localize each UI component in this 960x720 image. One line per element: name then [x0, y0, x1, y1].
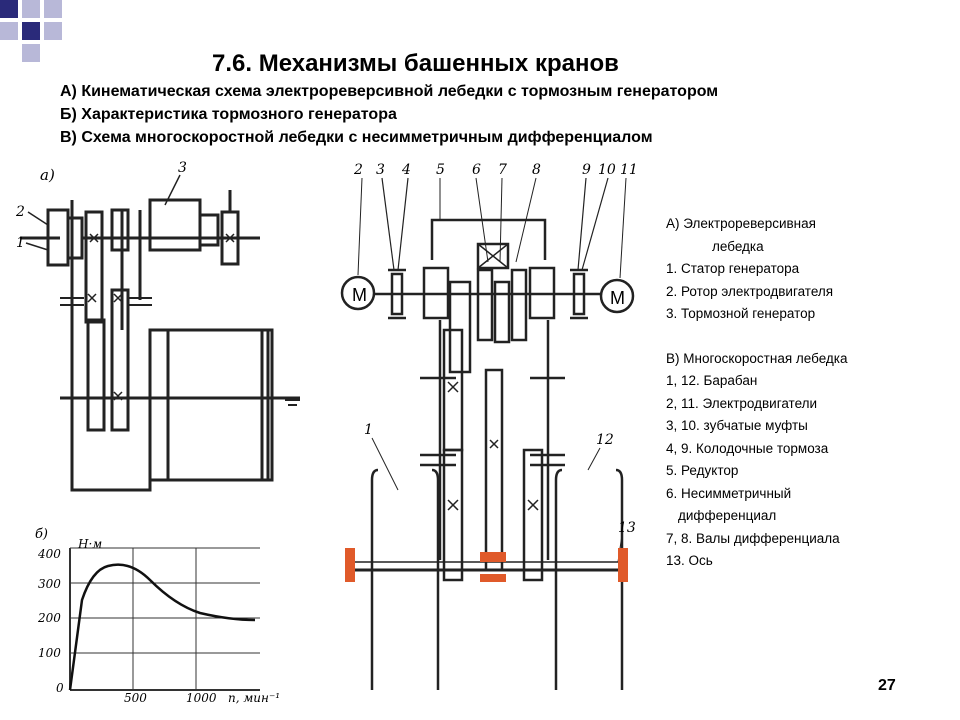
legend-b-item: 1, 12. Барабан [666, 373, 758, 388]
diagram-b-x-unit: n, мин⁻¹ [228, 691, 280, 705]
legend-b-item: 13. Ось [666, 553, 713, 568]
diagram-a-label-2: 2 [15, 204, 25, 220]
motor-11-label: M [610, 288, 625, 308]
subtitle-c: В) Схема многоскоростной лебедки с несим… [60, 129, 653, 146]
x-tick-500: 500 [124, 691, 147, 705]
y-tick-400: 400 [37, 547, 61, 561]
diagram-b-panel-label: б) [35, 527, 48, 542]
torque-curve [68, 563, 256, 691]
subtitle-a: А) Кинематическая схема электрореверсивн… [60, 83, 719, 100]
diagram-b-y-unit: Н·м [77, 537, 102, 551]
legend-b-item: 6. Несимметричный [666, 485, 792, 501]
legend-b-item: 3, 10. зубчатые муфты [666, 418, 808, 433]
subtitle-b: Б) Характеристика тормозного генератора [60, 106, 397, 123]
y-tick-100: 100 [38, 646, 61, 660]
legend-b-item: 5. Редуктор [666, 463, 739, 478]
diagram-c-label-9: 9 [582, 162, 591, 178]
axle-supports [345, 548, 628, 582]
legend-section-a-title-cont: лебедка [712, 238, 764, 254]
diagram-c-multispeed-winch [340, 177, 635, 690]
diagram-c-label-1: 1 [364, 422, 373, 438]
diagram-a-label-3: 3 [178, 160, 187, 176]
diagram-c-label-11: 11 [620, 162, 638, 178]
diagram-c-label-7: 7 [498, 162, 507, 178]
diagram-c-label-2: 2 [353, 162, 363, 178]
diagram-c-label-13: 13 [618, 520, 636, 536]
diagram-c-label-12: 12 [596, 432, 614, 448]
legend-b-item: дифференциал [678, 508, 777, 523]
page-number: 27 [878, 677, 896, 694]
legend-a-item: 3. Тормозной генератор [666, 306, 816, 321]
y-tick-300: 300 [38, 577, 61, 591]
diagram-c-label-10: 10 [598, 162, 616, 178]
diagram-c-label-8: 8 [532, 162, 541, 178]
x-tick-1000: 1000 [186, 691, 217, 705]
diagram-c-label-3: 3 [376, 162, 385, 178]
diagram-a-winch-scheme [20, 174, 300, 492]
legend-a-item: 1. Статор генератора [666, 261, 800, 276]
diagram-c-label-6: 6 [472, 162, 481, 178]
y-tick-0: 0 [56, 681, 64, 695]
diagram-c-label-4: 4 [401, 162, 411, 178]
legend-a-item: 2. Ротор электродвигателя [666, 283, 834, 299]
legend-b-item: 7, 8. Валы дифференциала [666, 530, 840, 546]
y-tick-200: 200 [37, 611, 61, 625]
motor-2-label: M [352, 285, 367, 305]
legend-panel: А) Электрореверсивная лебедка 1. Статор … [666, 213, 926, 573]
diagram-a-label-1: 1 [16, 235, 25, 251]
diagram-a-panel-label: а) [40, 166, 55, 184]
diagram-c-label-5: 5 [436, 162, 445, 178]
diagram-b-generator-chart [68, 547, 260, 691]
legend-section-b-title: В) Многоскоростная лебедка [666, 350, 848, 366]
legend-b-item: 4, 9. Колодочные тормоза [666, 440, 829, 456]
legend-section-a-title: А) Электрореверсивная [666, 216, 816, 231]
slide-title: 7.6. Механизмы башенных кранов [212, 50, 619, 77]
legend-b-item: 2, 11. Электродвигатели [666, 395, 818, 411]
